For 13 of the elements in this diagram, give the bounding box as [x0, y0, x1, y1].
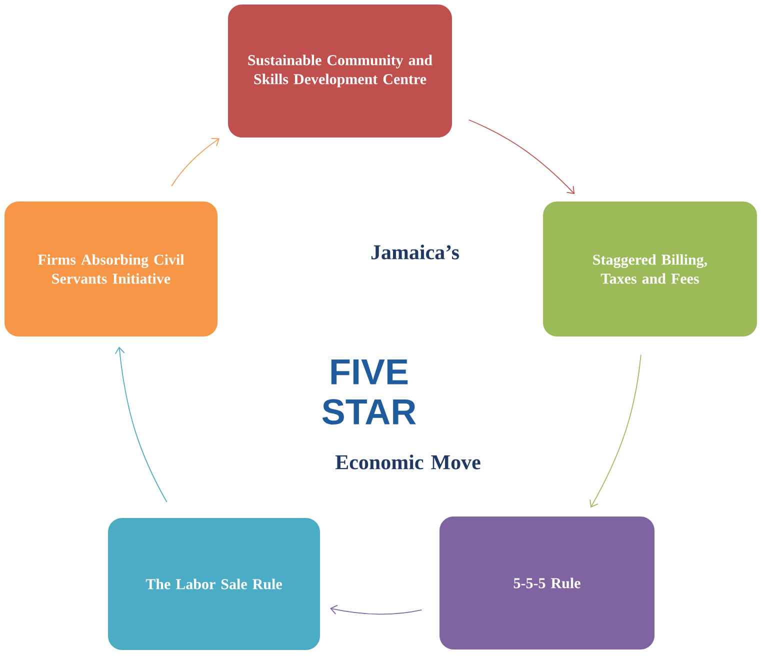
arrow	[171, 138, 220, 186]
arrow	[330, 604, 422, 615]
arrow	[114, 346, 168, 503]
center-title: Jamaica’s	[371, 244, 459, 260]
center-title: FIVE STAR	[322, 359, 416, 425]
process-box: 5-5-5 Rule	[440, 516, 654, 650]
arrow	[590, 354, 642, 508]
arrow	[468, 119, 575, 194]
process-box: Staggered Billing, Taxes and Fees	[543, 202, 757, 336]
process-box: Firms Absorbing Civil Servants Initiative	[4, 202, 218, 336]
center-title: Economic Move	[335, 454, 480, 470]
process-box: The Labor Sale Rule	[108, 518, 320, 650]
process-box: Sustainable Community and Skills Development Centre	[228, 4, 452, 138]
